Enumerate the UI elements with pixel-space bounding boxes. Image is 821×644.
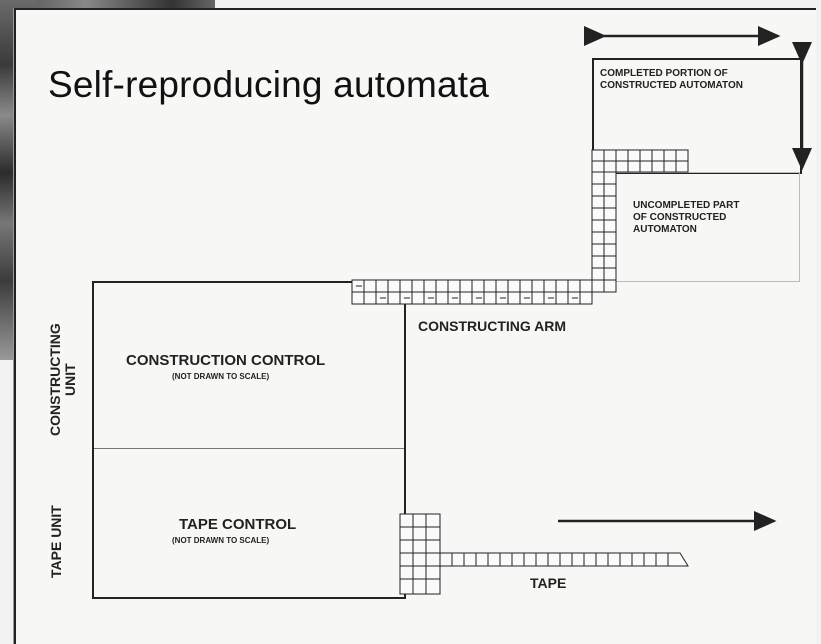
tape-grid-block [400,514,440,594]
tape-strip [440,553,688,566]
arm-horizontal-cells [352,280,592,304]
arm-vertical-cells [592,172,616,292]
completed-edge-cells [592,150,688,172]
